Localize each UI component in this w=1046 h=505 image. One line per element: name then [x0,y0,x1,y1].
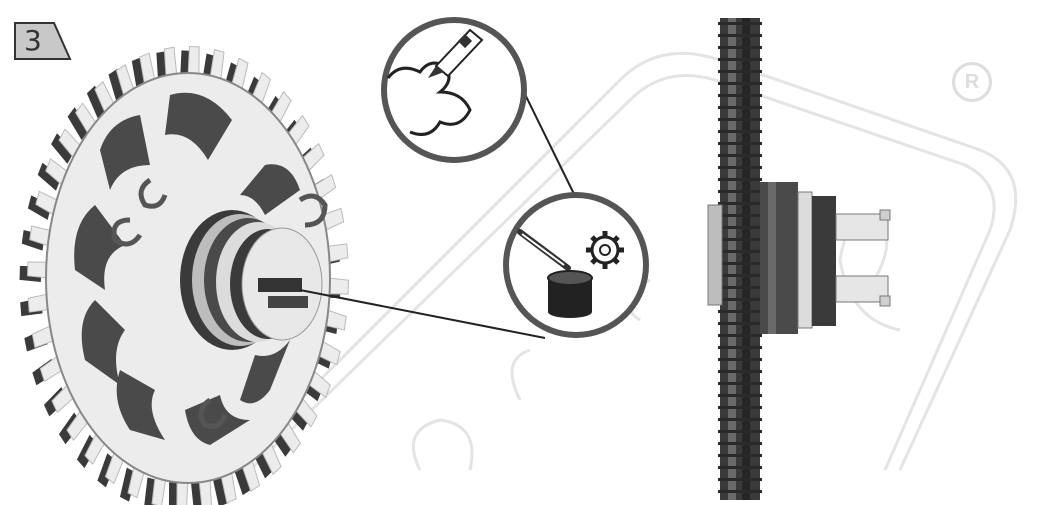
side-tooth-line [718,358,762,361]
side-tooth-line [718,490,762,493]
side-tooth-line [718,382,762,385]
side-tooth-line [718,82,762,85]
side-tooth-line [718,478,762,481]
side-tooth-line [718,310,762,313]
side-tooth-line [718,34,762,37]
side-tooth-line [718,118,762,121]
side-tooth-line [718,286,762,289]
side-tooth-line [718,370,762,373]
side-tooth-line [718,274,762,277]
side-tooth-line [718,406,762,409]
side-tooth-line [718,442,762,445]
side-tooth-line [718,238,762,241]
side-tooth-line [718,58,762,61]
side-tooth-line [718,154,762,157]
side-tooth-line [718,454,762,457]
side-tooth-line [718,250,762,253]
side-tooth-line [718,466,762,469]
side-tooth-line [718,190,762,193]
side-tooth-line [718,226,762,229]
callout-glue [506,195,646,335]
side-tooth-line [718,202,762,205]
side-tooth-line [718,22,762,25]
side-tooth-line [718,142,762,145]
side-tooth-line [718,70,762,73]
side-tooth-line [718,298,762,301]
gear-front-view [20,46,349,505]
side-tooth-line [718,346,762,349]
side-tooth-line [718,430,762,433]
side-tooth-line [718,322,762,325]
side-tooth-line [718,106,762,109]
side-tooth-line [718,166,762,169]
side-tooth-line [718,214,762,217]
side-tooth-line [718,46,762,49]
step-badge: 3 [14,22,72,60]
side-tooth-line [718,394,762,397]
side-tooth-line [718,178,762,181]
step-number: 3 [24,24,42,57]
side-tooth-line [718,94,762,97]
callout-cut [384,20,524,160]
glue-pot-icon [548,271,592,318]
side-tooth-line [718,262,762,265]
registered-trademark-icon: R [952,62,992,102]
side-tooth-line [718,334,762,337]
side-tooth-line [718,130,762,133]
gear-side-view [708,18,890,500]
side-tooth-line [718,418,762,421]
